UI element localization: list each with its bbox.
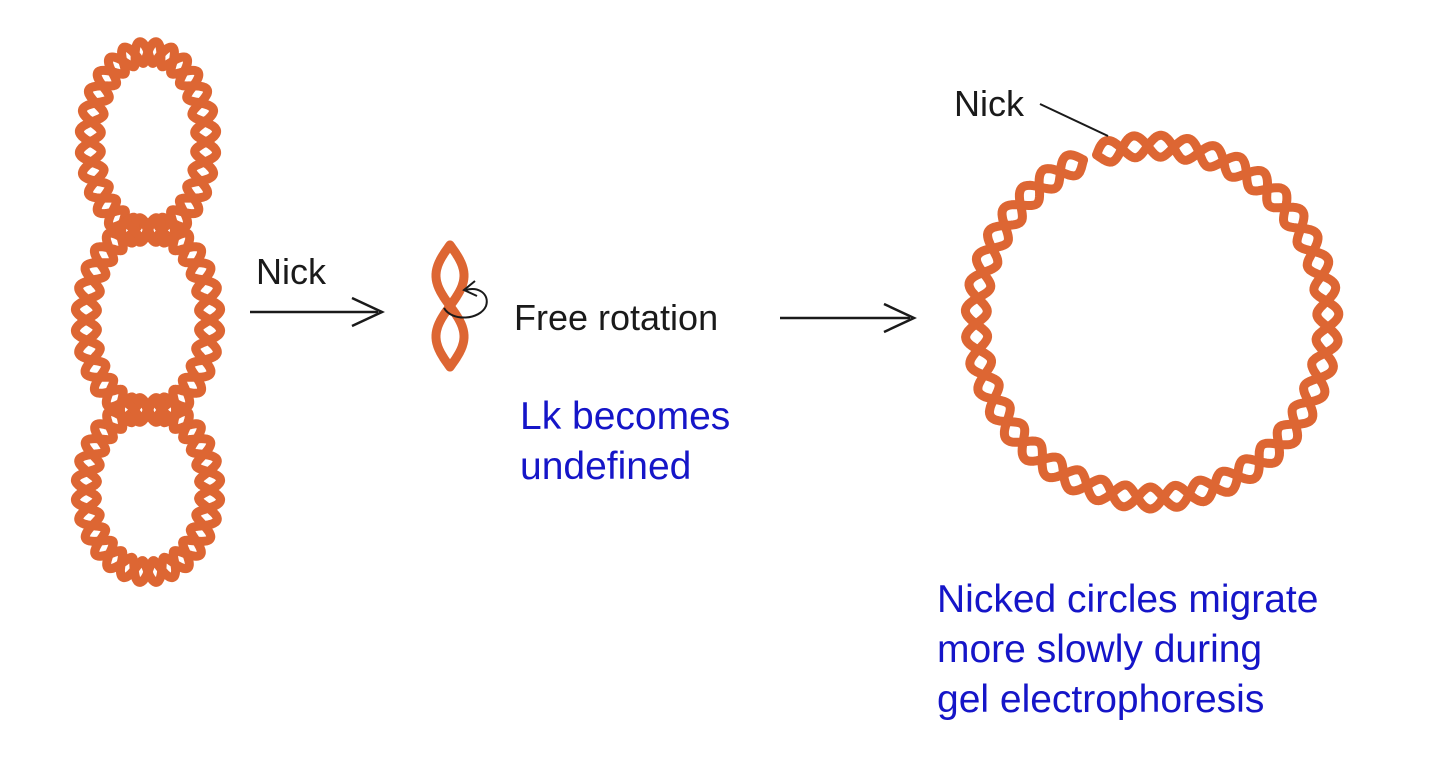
- nicked-relaxed-circle: [960, 130, 1344, 514]
- migration-note-line-2: more slowly during: [937, 628, 1263, 671]
- supercoiled-dna-figure-eight: [70, 37, 226, 587]
- migration-note: Nicked circles migrate more slowly durin…: [937, 575, 1318, 725]
- lk-note-line-1: Lk becomes: [520, 395, 731, 438]
- nick-arrow-label: Nick: [256, 251, 326, 292]
- free-rotation-arrow: [780, 302, 917, 334]
- supercoil-loop-3-strand-2: [70, 393, 226, 587]
- supercoil-loop-2-strand-2: [70, 213, 226, 427]
- rotating-helix-strand-2: [431, 240, 469, 372]
- nick-pointer-line: [1039, 103, 1109, 137]
- relaxed-circle-strand-2: [961, 131, 1343, 514]
- nick-circle-label: Nick: [954, 83, 1024, 124]
- lk-note: Lk becomes undefined: [520, 392, 730, 492]
- migration-note-line-1: Nicked circles migrate: [937, 578, 1319, 621]
- free-rotation-label: Free rotation: [514, 297, 719, 338]
- lk-note-line-2: undefined: [520, 445, 692, 488]
- migration-note-line-3: gel electrophoresis: [937, 678, 1265, 721]
- supercoil-loop-1-strand-2: [74, 37, 222, 247]
- rotation-arrow-icon: [443, 288, 488, 319]
- rotation-arrowhead-icon: [462, 280, 478, 297]
- nick-arrow: [250, 296, 385, 328]
- rotating-helix-segment: [431, 240, 469, 372]
